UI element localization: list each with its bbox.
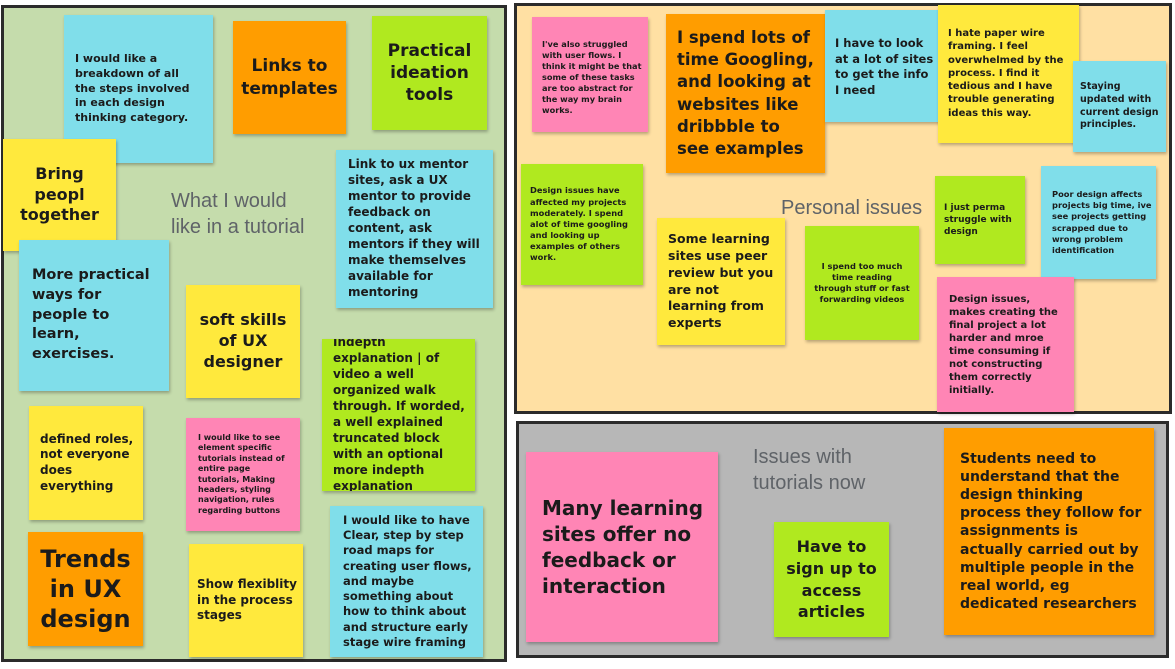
frame-label-personal-issues: Personal issues xyxy=(781,197,923,219)
sticky-note-text: Students need to understand that the des… xyxy=(960,450,1142,613)
sticky-note-text: soft skills of UX designer xyxy=(199,310,287,371)
sticky-note-students-process[interactable]: Students need to understand that the des… xyxy=(944,428,1154,635)
sticky-note-text: I would like a breakdown of all the step… xyxy=(75,52,190,124)
sticky-note-links[interactable]: Links to templates xyxy=(233,21,346,134)
sticky-note-ideation[interactable]: Practical ideation tools xyxy=(372,16,487,130)
sticky-note-text: Staying updated with current design prin… xyxy=(1080,80,1159,131)
sticky-note-reading-time[interactable]: I spend too much time reading through st… xyxy=(805,226,919,340)
sticky-note-text: defined roles, not everyone does everyth… xyxy=(40,431,134,493)
sticky-note-text: I would like to have Clear, step by step… xyxy=(343,512,472,649)
sticky-note-text: Links to templates xyxy=(241,56,338,99)
sticky-note-text: Design issues, makes creating the final … xyxy=(949,293,1058,396)
sticky-note-element-tutorials[interactable]: I would like to see element specific tut… xyxy=(186,418,300,531)
sticky-note-text: Design issues have affected my projects … xyxy=(530,185,628,263)
sticky-note-text: I spend lots of time Googling, and looki… xyxy=(677,27,814,159)
sticky-note-final-project[interactable]: Design issues, makes creating the final … xyxy=(937,277,1074,412)
sticky-note-bring-together[interactable]: Bring peopl together xyxy=(3,139,116,251)
sticky-note-text: I spend too much time reading through st… xyxy=(814,260,910,305)
sticky-note-text: I just perma struggle with design xyxy=(944,202,1012,238)
sticky-note-text: I have to look at a lot of sites to get … xyxy=(835,36,934,97)
sticky-note-text: Have to sign up to access articles xyxy=(786,537,877,622)
sticky-note-text: I hate paper wire framing. I feel overwh… xyxy=(948,28,1064,119)
sticky-note-text: I've also struggled with user flows. I t… xyxy=(542,39,642,116)
sticky-note-text: More practical ways for people to learn,… xyxy=(32,266,150,363)
sticky-note-text: Show flexiblity in the process stages xyxy=(197,577,297,623)
sticky-note-design-issues-moderate[interactable]: Design issues have affected my projects … xyxy=(521,164,643,285)
sticky-note-text: Bring peopl together xyxy=(20,163,99,225)
sticky-note-sign-up[interactable]: Have to sign up to access articles xyxy=(774,522,889,637)
sticky-note-text: Many learning sites offer no feedback or… xyxy=(542,496,704,598)
sticky-note-text: Some learning sites use peer review but … xyxy=(668,230,774,331)
frame-label-tutorial-issues: Issues with tutorials now xyxy=(753,446,866,494)
sticky-note-text: Practical ideation tools xyxy=(387,40,472,106)
sticky-note-googling[interactable]: I spend lots of time Googling, and looki… xyxy=(666,14,825,173)
sticky-note-many-sites[interactable]: I have to look at a lot of sites to get … xyxy=(825,10,940,122)
sticky-note-text: Trends in UX design xyxy=(40,545,131,633)
sticky-note-no-feedback[interactable]: Many learning sites offer no feedback or… xyxy=(526,452,718,642)
sticky-note-text: Indepth explanation | of video a well or… xyxy=(333,339,465,491)
frame-label-tutorial-wishes: What I would like in a tutorial xyxy=(171,190,305,238)
sticky-note-clear-roadmaps[interactable]: I would like to have Clear, step by step… xyxy=(330,506,483,657)
sticky-note-peer-review[interactable]: Some learning sites use peer review but … xyxy=(657,218,785,345)
sticky-note-roles[interactable]: defined roles, not everyone does everyth… xyxy=(29,406,143,520)
sticky-note-poor-design[interactable]: Poor design affects projects big time, i… xyxy=(1041,166,1156,279)
sticky-note-flexibility[interactable]: Show flexiblity in the process stages xyxy=(189,544,303,657)
sticky-note-text: I would like to see element specific tut… xyxy=(198,432,285,515)
sticky-note-staying-updated[interactable]: Staying updated with current design prin… xyxy=(1073,61,1166,152)
sticky-note-user-flows[interactable]: I've also struggled with user flows. I t… xyxy=(532,17,648,132)
sticky-note-text: Poor design affects projects big time, i… xyxy=(1052,188,1152,255)
sticky-note-mentor[interactable]: Link to ux mentor sites, ask a UX mentor… xyxy=(336,150,493,308)
sticky-note-paper-wireframing[interactable]: I hate paper wire framing. I feel overwh… xyxy=(938,5,1079,143)
sticky-note-trends[interactable]: Trends in UX design xyxy=(28,532,143,646)
sticky-note-indepth[interactable]: Indepth explanation | of video a well or… xyxy=(322,339,475,491)
sticky-note-soft-skills[interactable]: soft skills of UX designer xyxy=(186,285,300,398)
sticky-note-practical-ways[interactable]: More practical ways for people to learn,… xyxy=(19,240,169,391)
sticky-note-breakdown[interactable]: I would like a breakdown of all the step… xyxy=(64,15,213,163)
sticky-note-perma-struggle[interactable]: I just perma struggle with design xyxy=(935,176,1025,264)
sticky-note-text: Link to ux mentor sites, ask a UX mentor… xyxy=(348,157,480,299)
